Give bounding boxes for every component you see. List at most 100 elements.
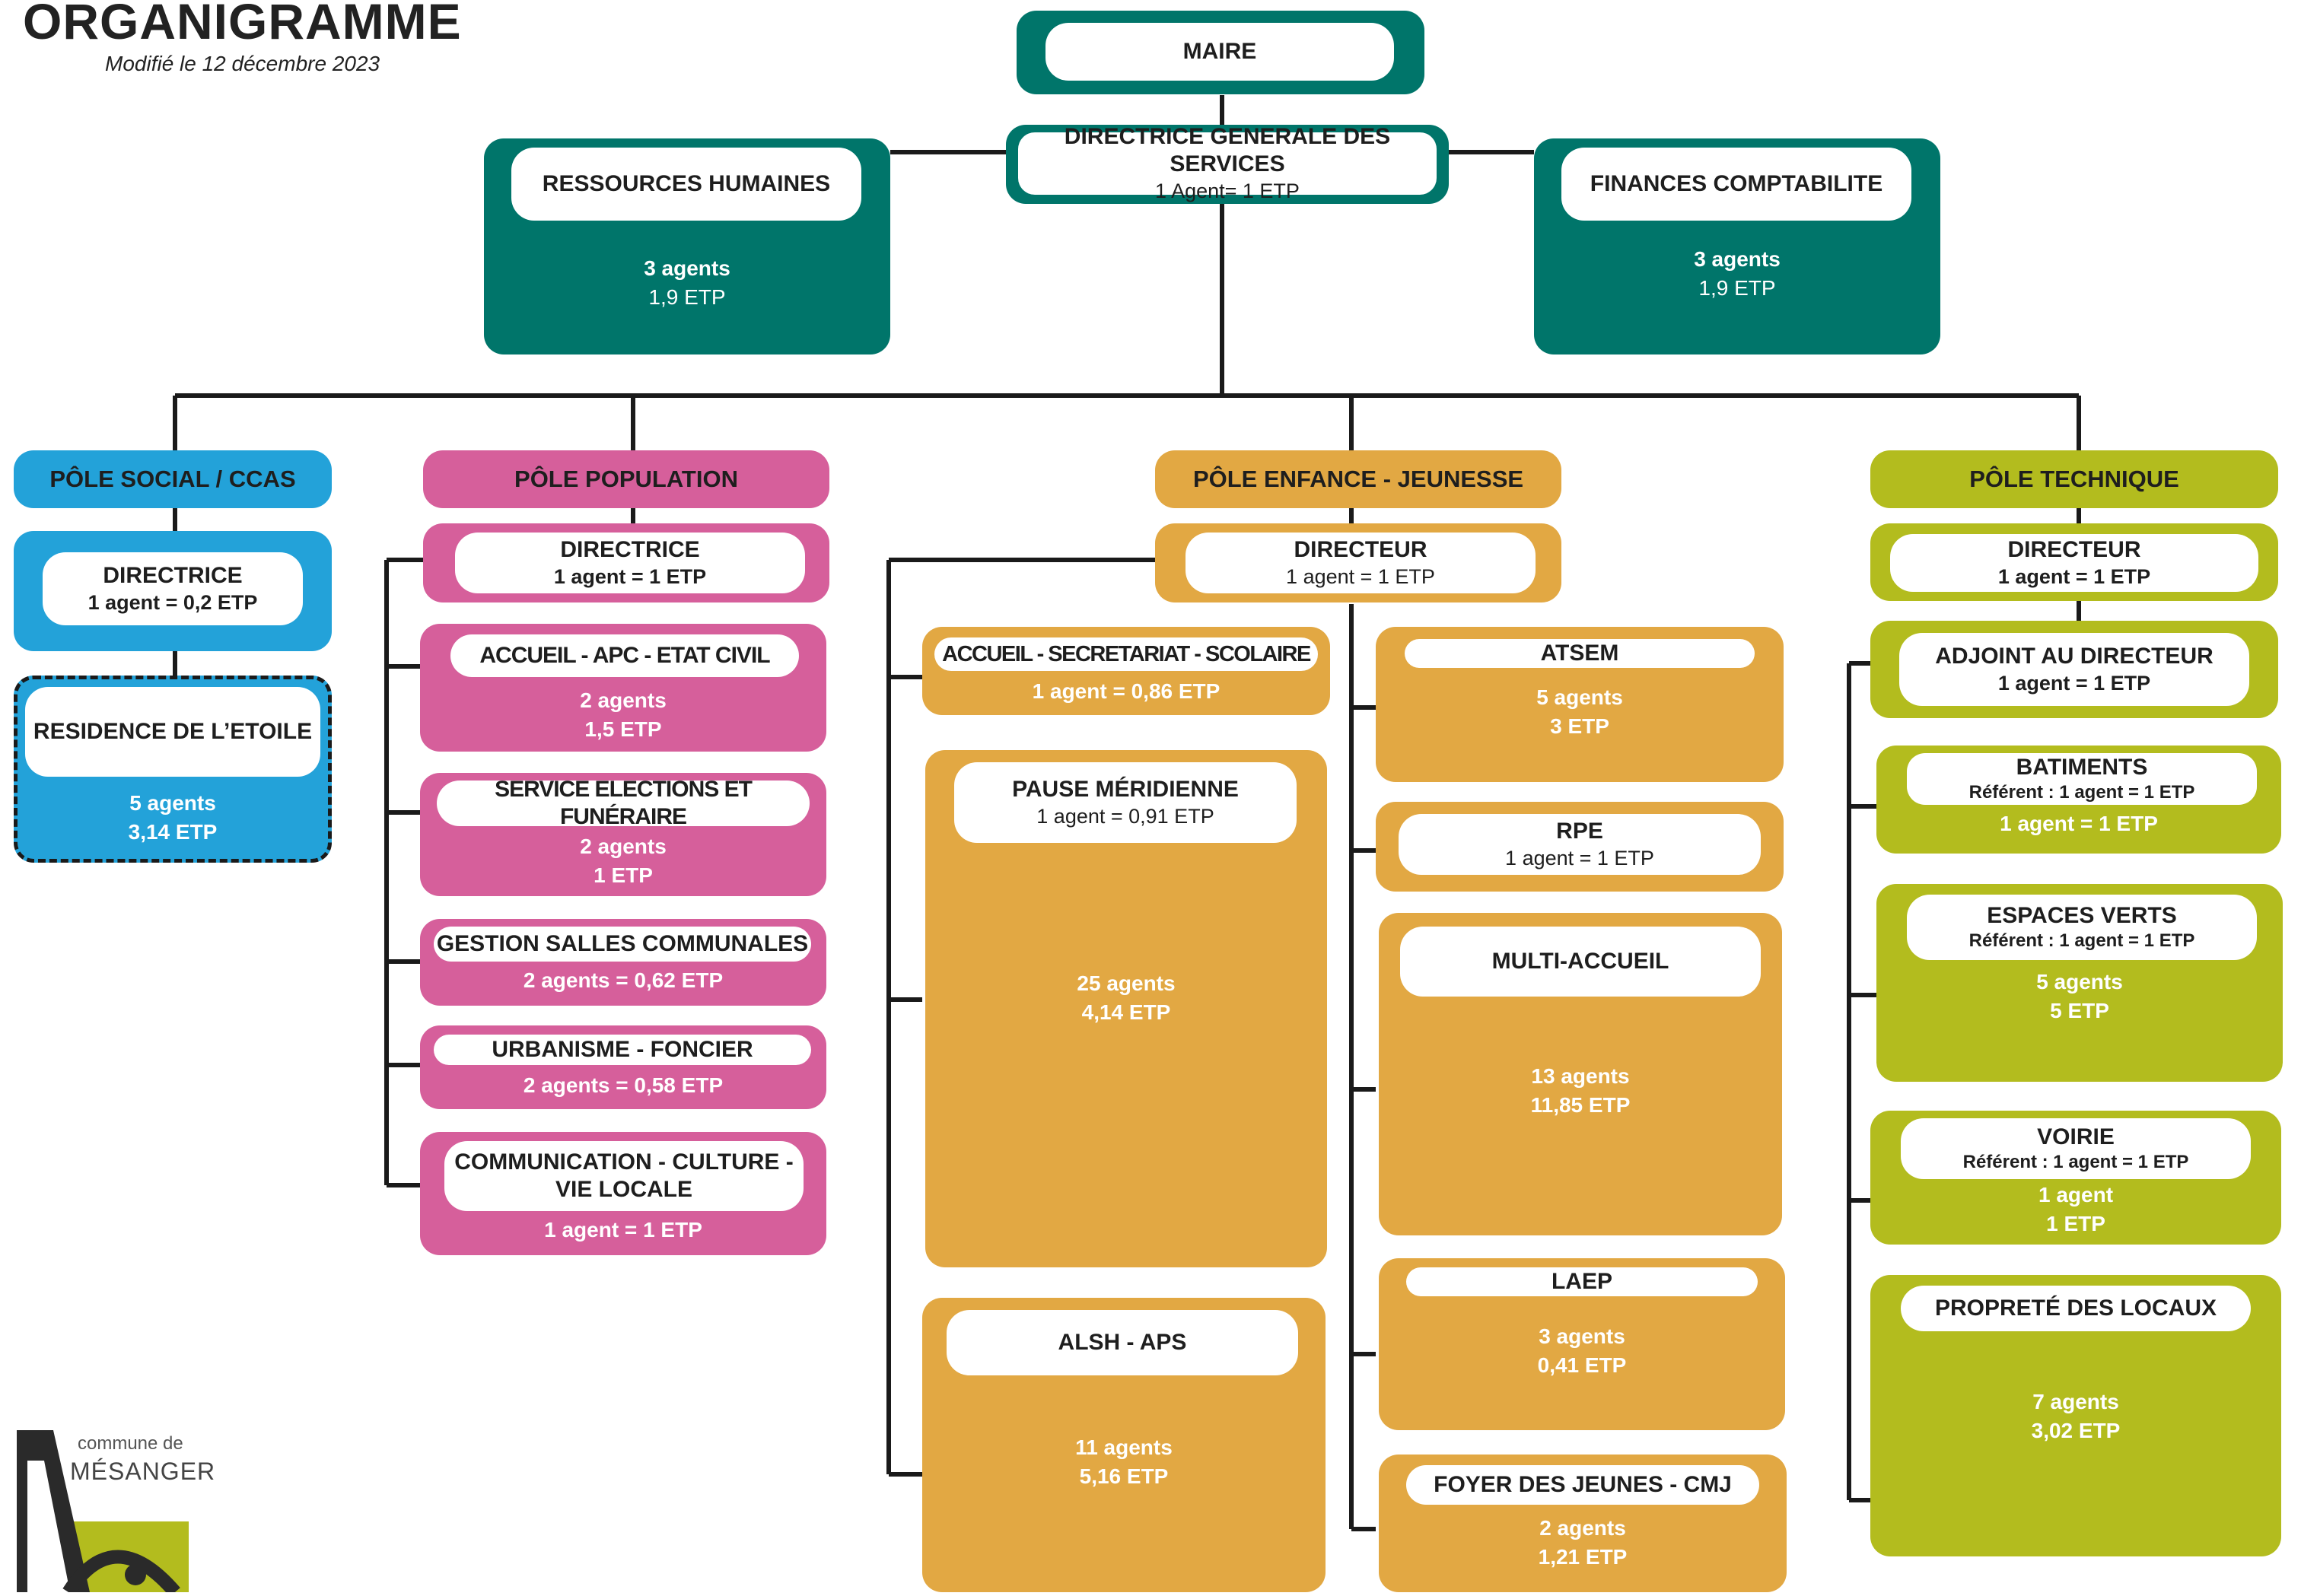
espaces-verts-title: ESPACES VERTS: [1987, 903, 2177, 928]
espaces-verts-pill: ESPACES VERTS Référent : 1 agent = 1 ETP: [1907, 895, 2257, 960]
batiments-title: BATIMENTS: [2016, 755, 2148, 780]
voirie-pill: VOIRIE Référent : 1 agent = 1 ETP: [1901, 1118, 2251, 1179]
laep-agents: 3 agents: [1539, 1324, 1625, 1348]
residence-title: RESIDENCE DE L’ETOILE: [33, 719, 313, 744]
mesanger-logo: commune de MÉSANGER: [0, 1430, 228, 1596]
rpe-title: RPE: [1556, 819, 1603, 844]
population-directrice-detail: 1 agent = 1 ETP: [553, 565, 707, 588]
enfance-directeur-box[interactable]: DIRECTEUR 1 agent = 1 ETP: [1155, 523, 1561, 602]
enfance-directeur-title: DIRECTEUR: [1294, 537, 1427, 562]
finances-label-pill: FINANCES COMPTABILITE: [1561, 148, 1911, 221]
adjoint-directeur-title: ADJOINT AU DIRECTEUR: [1935, 644, 2213, 669]
proprete-locaux-agents: 7 agents: [2032, 1390, 2119, 1413]
communication-culture-pill: COMMUNICATION - CULTURE - VIE LOCALE: [444, 1141, 804, 1211]
proprete-locaux-stats: 7 agents 3,02 ETP: [1870, 1388, 2281, 1445]
multi-accueil-agents: 13 agents: [1531, 1064, 1630, 1088]
espaces-verts-agents: 5 agents: [2036, 970, 2123, 994]
urbanisme-foncier-box[interactable]: URBANISME - FONCIER 2 agents = 0,58 ETP: [420, 1025, 826, 1109]
accueil-secretariat-stats: 1 agent = 0,86 ETP: [922, 677, 1330, 706]
laep-title: LAEP: [1551, 1269, 1612, 1294]
laep-pill: LAEP: [1406, 1267, 1758, 1296]
batiments-box[interactable]: BATIMENTS Référent : 1 agent = 1 ETP 1 a…: [1876, 746, 2281, 854]
rh-box[interactable]: RESSOURCES HUMAINES 3 agents 1,9 ETP: [484, 138, 890, 354]
technique-directeur-pill: DIRECTEUR 1 agent = 1 ETP: [1890, 534, 2258, 592]
page-subtitle: Modifié le 12 décembre 2023: [105, 52, 380, 75]
salles-communales-pill: GESTION SALLES COMMUNALES: [434, 927, 811, 962]
espaces-verts-box[interactable]: ESPACES VERTS Référent : 1 agent = 1 ETP…: [1876, 884, 2283, 1082]
technique-directeur-box[interactable]: DIRECTEUR 1 agent = 1 ETP: [1870, 523, 2278, 601]
social-directrice-detail: 1 agent = 0,2 ETP: [88, 591, 258, 614]
social-directrice-box[interactable]: DIRECTRICE 1 agent = 0,2 ETP: [14, 531, 332, 651]
alsh-aps-box[interactable]: ALSH - APS 11 agents 5,16 ETP: [922, 1298, 1326, 1592]
foyer-jeunes-box[interactable]: FOYER DES JEUNES - CMJ 2 agents 1,21 ETP: [1379, 1455, 1787, 1592]
accueil-secretariat-box[interactable]: ACCUEIL - SECRETARIAT - SCOLAIRE 1 agent…: [922, 627, 1330, 715]
residence-etoile-box[interactable]: RESIDENCE DE L’ETOILE 5 agents 3,14 ETP: [14, 676, 332, 863]
proprete-locaux-box[interactable]: PROPRETÉ DES LOCAUX 7 agents 3,02 ETP: [1870, 1275, 2281, 1556]
elections-funeraire-pill: SERVICE ELECTIONS ET FUNÉRAIRE: [437, 777, 810, 829]
rh-stats: 3 agents 1,9 ETP: [484, 254, 890, 312]
finances-box[interactable]: FINANCES COMPTABILITE 3 agents 1,9 ETP: [1534, 138, 1940, 354]
urbanisme-foncier-stats: 2 agents = 0,58 ETP: [420, 1071, 826, 1100]
elections-funeraire-stats: 2 agents 1 ETP: [420, 832, 826, 890]
salles-communales-stats: 2 agents = 0,62 ETP: [420, 966, 826, 995]
multi-accueil-box[interactable]: MULTI-ACCUEIL 13 agents 11,85 ETP: [1379, 913, 1782, 1235]
pole-social-header[interactable]: PÔLE SOCIAL / CCAS: [14, 450, 332, 508]
salles-communales-agents: 2 agents = 0,62 ETP: [523, 968, 724, 992]
enfance-directeur-detail: 1 agent = 1 ETP: [1286, 565, 1435, 588]
atsem-stats: 5 agents 3 ETP: [1376, 683, 1784, 741]
logo-line2: MÉSANGER: [70, 1458, 216, 1485]
alsh-aps-stats: 11 agents 5,16 ETP: [922, 1433, 1326, 1491]
social-directrice-title: DIRECTRICE: [103, 563, 243, 588]
multi-accueil-title: MULTI-ACCUEIL: [1491, 949, 1669, 974]
residence-stats: 5 agents 3,14 ETP: [18, 789, 328, 847]
multi-accueil-etp: 11,85 ETP: [1530, 1093, 1631, 1117]
adjoint-directeur-box[interactable]: ADJOINT AU DIRECTEUR 1 agent = 1 ETP: [1870, 621, 2278, 718]
laep-etp: 0,41 ETP: [1537, 1353, 1627, 1377]
elections-funeraire-agents: 2 agents: [580, 835, 667, 858]
laep-box[interactable]: LAEP 3 agents 0,41 ETP: [1379, 1258, 1785, 1430]
maire-box[interactable]: MAIRE: [1017, 11, 1424, 94]
atsem-etp: 3 ETP: [1550, 714, 1609, 738]
dgs-detail: 1 Agent= 1 ETP: [1155, 180, 1300, 202]
elections-funeraire-box[interactable]: SERVICE ELECTIONS ET FUNÉRAIRE 2 agents …: [420, 773, 826, 896]
logo-line1: commune de: [78, 1433, 183, 1454]
proprete-locaux-title: PROPRETÉ DES LOCAUX: [1934, 1296, 2217, 1321]
technique-directeur-detail: 1 agent = 1 ETP: [1997, 565, 2151, 588]
salles-communales-box[interactable]: GESTION SALLES COMMUNALES 2 agents = 0,6…: [420, 919, 826, 1006]
residence-etp: 3,14 ETP: [128, 820, 218, 844]
urbanisme-foncier-agents: 2 agents = 0,58 ETP: [523, 1073, 724, 1097]
rh-title: RESSOURCES HUMAINES: [542, 171, 831, 196]
foyer-jeunes-pill: FOYER DES JEUNES - CMJ: [1406, 1465, 1759, 1505]
voirie-title: VOIRIE: [2037, 1124, 2115, 1149]
communication-culture-box[interactable]: COMMUNICATION - CULTURE - VIE LOCALE 1 a…: [420, 1132, 826, 1255]
pause-meridienne-detail: 1 agent = 0,91 ETP: [1036, 805, 1214, 828]
accueil-apc-box[interactable]: ACCUEIL - APC - ETAT CIVIL 2 agents 1,5 …: [420, 624, 826, 752]
accueil-secretariat-title: ACCUEIL - SECRETARIAT - SCOLAIRE: [942, 642, 1311, 666]
maire-title: MAIRE: [1182, 39, 1257, 64]
urbanisme-foncier-pill: URBANISME - FONCIER: [434, 1035, 811, 1065]
alsh-aps-title: ALSH - APS: [1058, 1330, 1187, 1355]
batiments-agents: 1 agent = 1 ETP: [2000, 812, 2158, 835]
proprete-locaux-pill: PROPRETÉ DES LOCAUX: [1901, 1286, 2251, 1331]
multi-accueil-stats: 13 agents 11,85 ETP: [1379, 1062, 1782, 1120]
pole-population-header[interactable]: PÔLE POPULATION: [423, 450, 829, 508]
pause-meridienne-box[interactable]: PAUSE MÉRIDIENNE 1 agent = 0,91 ETP 25 a…: [925, 750, 1327, 1267]
page-title: ORGANIGRAMME: [23, 0, 462, 49]
pole-enfance-header[interactable]: PÔLE ENFANCE - JEUNESSE: [1155, 450, 1561, 508]
population-directrice-pill: DIRECTRICE 1 agent = 1 ETP: [455, 533, 805, 593]
pole-technique-header[interactable]: PÔLE TECHNIQUE: [1870, 450, 2278, 508]
logo-mark: [17, 1430, 189, 1596]
rpe-box[interactable]: RPE 1 agent = 1 ETP: [1376, 802, 1784, 892]
dgs-box[interactable]: DIRECTRICE GENERALE DES SERVICES 1 Agent…: [1006, 124, 1449, 204]
atsem-box[interactable]: ATSEM 5 agents 3 ETP: [1376, 627, 1784, 782]
population-directrice-box[interactable]: DIRECTRICE 1 agent = 1 ETP: [423, 523, 829, 602]
proprete-locaux-etp: 3,02 ETP: [2031, 1419, 2121, 1442]
espaces-verts-ref: Référent : 1 agent = 1 ETP: [1968, 930, 2195, 951]
salles-communales-title: GESTION SALLES COMMUNALES: [436, 931, 809, 956]
residence-label-pill: RESIDENCE DE L’ETOILE: [25, 687, 320, 777]
foyer-jeunes-title: FOYER DES JEUNES - CMJ: [1434, 1472, 1732, 1497]
foyer-jeunes-stats: 2 agents 1,21 ETP: [1379, 1514, 1787, 1572]
voirie-box[interactable]: VOIRIE Référent : 1 agent = 1 ETP 1 agen…: [1870, 1111, 2281, 1245]
batiments-ref: Référent : 1 agent = 1 ETP: [1968, 782, 2195, 803]
